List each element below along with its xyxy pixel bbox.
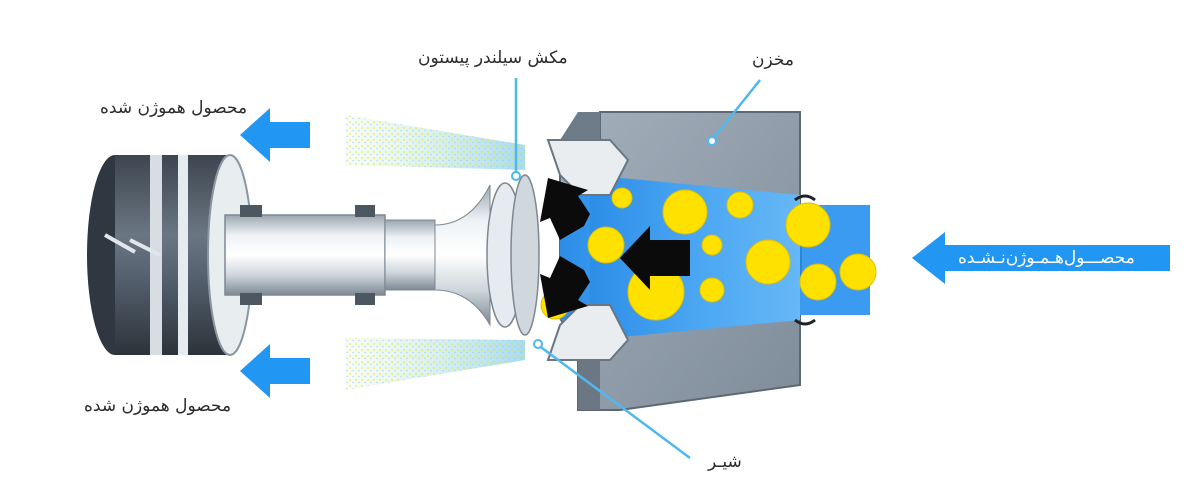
- label-valve: شیـر: [708, 452, 742, 472]
- flow-arrow-up: [540, 178, 590, 240]
- output-arrow-bottom: [240, 344, 310, 398]
- valve-seat: [546, 139, 630, 361]
- flow-arrow-inward: [620, 226, 690, 290]
- yellow-particles: [540, 187, 877, 321]
- label-homogenized-bottom: محصول هموژن شده: [84, 396, 232, 416]
- piston-rod: [224, 174, 540, 336]
- label-unhomogenized: محصـــول‌هـمـوژن‌نـشـده: [958, 248, 1135, 268]
- spray-top: [345, 115, 525, 170]
- label-homogenized-top: محصول هموژن شده: [100, 98, 248, 118]
- pointer-dots: [511, 136, 717, 349]
- pipe-clips: [794, 194, 816, 326]
- label-piston-suction: مکش سیلندر پیستون: [418, 48, 568, 68]
- input-arrow: [912, 232, 1170, 284]
- spray-bottom: [345, 338, 525, 390]
- pointer-lines: [514, 78, 761, 460]
- output-arrow-top: [240, 108, 310, 162]
- flow-arrow-down: [540, 256, 590, 318]
- label-reservoir: مخزن: [752, 50, 794, 70]
